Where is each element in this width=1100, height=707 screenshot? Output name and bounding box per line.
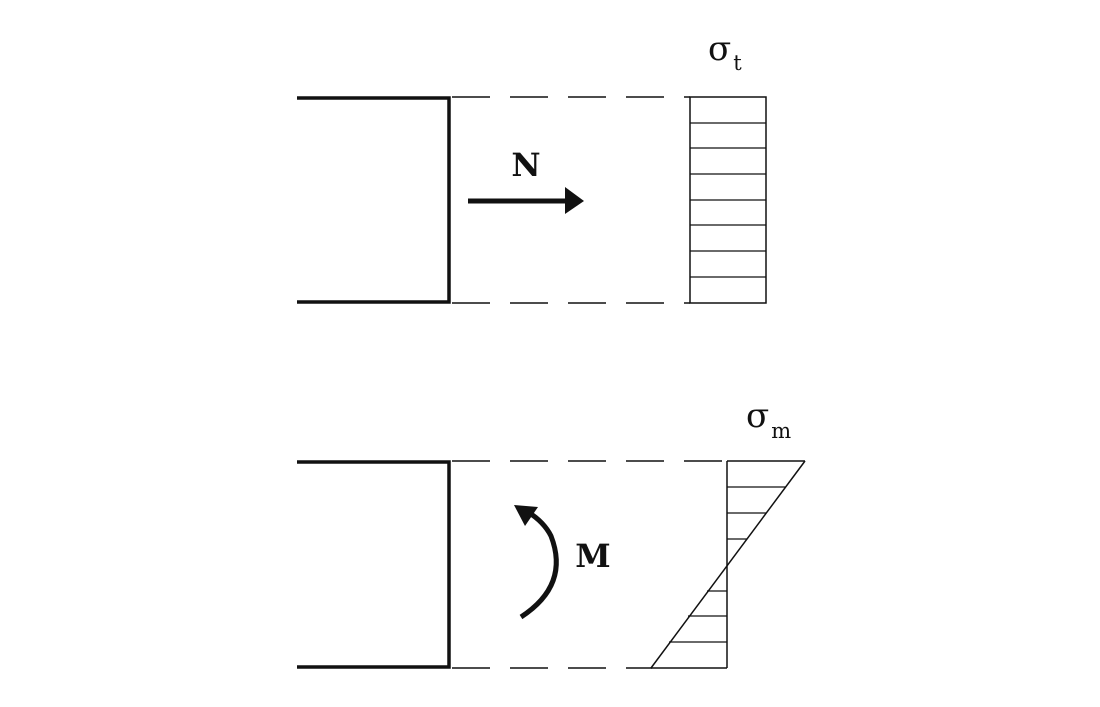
beam-end-outline-bottom (297, 460, 451, 669)
force-label-n: N (511, 146, 540, 184)
bending-moment-panel: M σm (297, 396, 806, 669)
moment-arrow-m (519, 509, 559, 620)
bending-stress-hatch (669, 486, 786, 643)
stress-label-sigma-t: σt (708, 29, 742, 75)
uniform-stress-hatch (690, 122, 766, 278)
beam-end-outline-top (297, 96, 451, 304)
force-arrow-n-head (565, 187, 584, 214)
axial-force-panel: N σt (297, 29, 767, 304)
stress-label-sigma-m: σm (746, 396, 791, 443)
bending-stress-diagram (650, 460, 806, 669)
moment-arrow-m-head (514, 505, 538, 526)
moment-label-m: M (575, 537, 610, 575)
bending-stress-slope (650, 460, 806, 669)
